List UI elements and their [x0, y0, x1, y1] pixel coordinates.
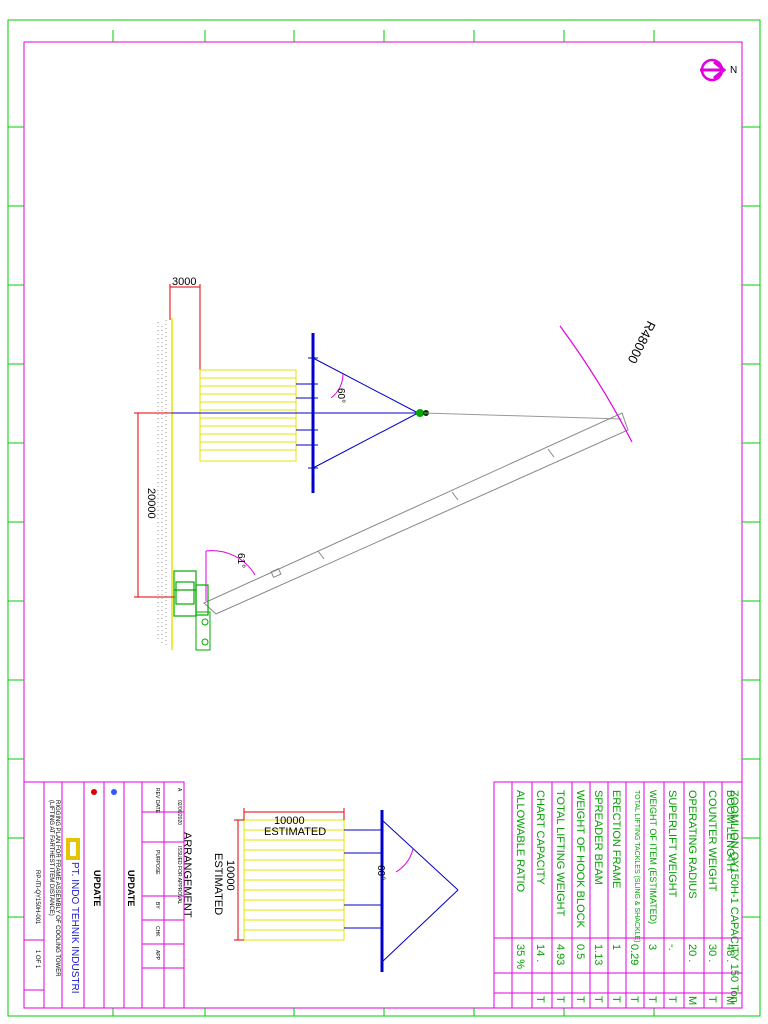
- update-label-1: UPDATE: [92, 870, 102, 907]
- crane-body-icon: [173, 570, 209, 617]
- company-name: PT. INDO TEHNIK INDUSTRI: [69, 862, 80, 994]
- sling-angle-arc: [330, 373, 344, 399]
- arrangement-angle-label: 60°: [375, 865, 386, 880]
- spec-unit: M: [686, 996, 698, 1006]
- revision-marker-icon: [91, 789, 97, 795]
- spreader-lugs: [308, 357, 318, 469]
- spec-label: BOOM LENGTH: [724, 790, 736, 872]
- north-arrow-icon: [700, 58, 727, 82]
- spec-value: -.: [666, 944, 678, 951]
- revision-row-rev: A: [176, 788, 182, 792]
- boom-angle-label: 61°: [235, 553, 246, 568]
- arrangement-height-value: 10000: [224, 860, 236, 891]
- dimension-3000: [169, 284, 201, 372]
- drawing-title-2: (LIFTING AT FARTHEST ITEM DISTANCE): [48, 800, 54, 916]
- spec-unit: T: [592, 996, 604, 1003]
- revision-col-app: APP: [154, 950, 160, 961]
- spec-label: COUNTER WEIGHT: [706, 790, 718, 892]
- grid-ticks-bottom: [112, 1008, 655, 1016]
- spec-value: 3: [646, 944, 658, 951]
- ground-hatch: [157, 320, 167, 646]
- sling-angle-label: 60°: [335, 388, 346, 403]
- spec-unit: T: [554, 996, 566, 1003]
- arrangement-frame: [243, 819, 345, 941]
- spec-unit: T: [666, 996, 678, 1003]
- drawing-number: RP-ITI-QY150H-001: [34, 870, 40, 925]
- dimension-20000-label: 20000: [145, 488, 157, 519]
- spec-label: SPREADER BEAM: [592, 790, 604, 885]
- spec-unit: T: [534, 996, 546, 1003]
- revision-col-by: BY: [154, 902, 160, 909]
- spec-label: OPERATING RADIUS: [686, 790, 698, 899]
- spec-value: 14 .: [534, 944, 546, 963]
- spec-label: ALLOWABLE RATIO: [514, 790, 526, 893]
- inner-border: [23, 41, 743, 1009]
- spec-unit: T: [574, 996, 586, 1003]
- spec-unit: T: [706, 996, 718, 1003]
- boom-angle-arc: [205, 550, 256, 576]
- revision-col-rev: REV: [154, 788, 160, 799]
- spec-unit: T: [646, 996, 658, 1003]
- spec-value: 1.13: [592, 944, 604, 966]
- spec-label: SUPERLIFT WEIGHT: [666, 790, 678, 898]
- spec-value: 0.5: [574, 944, 586, 960]
- dimension-20000: [134, 412, 300, 598]
- spec-unit: M: [724, 996, 736, 1006]
- grid-ticks-top: [112, 30, 655, 42]
- arrangement-dimensions: [234, 808, 345, 941]
- frame-item: [199, 369, 297, 462]
- spec-label: WEIGHT OF ITEM (ESTIMATED): [648, 790, 658, 925]
- update-label-2: UPDATE: [126, 870, 136, 907]
- grid-ticks-right: [742, 126, 760, 918]
- spec-value: 20 .: [686, 944, 698, 963]
- rigging-lines: [172, 357, 419, 469]
- spec-table-grid: [493, 781, 743, 1009]
- drawing-title-1: RIGGING PLAN FOR FRAME ASSEMBLY OF COOLI…: [54, 800, 60, 977]
- revision-marker-icon-2: [111, 789, 117, 795]
- company-logo-icon: [66, 838, 80, 860]
- spec-unit: T: [610, 996, 622, 1003]
- arrangement-angle-arc: [395, 848, 414, 873]
- title-block-grid: [23, 781, 185, 1009]
- radius-label: R48000: [625, 319, 659, 366]
- radius-arc: [559, 325, 633, 443]
- revision-row-date: 02/06/2020: [176, 800, 182, 826]
- revision-col-chk: CHK: [154, 926, 160, 937]
- arrangement-height-note: ESTIMATED: [212, 853, 224, 915]
- north-label: N: [730, 65, 737, 76]
- spec-value: 0.29: [628, 944, 640, 966]
- revision-col-purpose: PURPOSE: [154, 850, 160, 875]
- dimension-3000-label: 3000: [172, 276, 196, 288]
- arrangement-rigging: [344, 819, 459, 963]
- hoist-rope: [423, 412, 623, 420]
- spec-value: 35 %: [514, 944, 526, 970]
- spec-value: 30 .: [706, 944, 718, 963]
- crane-boom: [203, 412, 629, 615]
- spec-label: WEIGHT OF HOOK BLOCK: [574, 790, 586, 928]
- arrangement-width-value: 10000: [274, 815, 305, 827]
- revision-row-purpose: ISSUED FOR APPROVAL: [176, 846, 182, 905]
- crane-carrier: [195, 611, 211, 651]
- revision-col-date: DATE: [154, 800, 160, 813]
- arrangement-title: ARRANGEMENT: [181, 832, 193, 918]
- spec-value: 4.93: [554, 944, 566, 966]
- arrangement-width-note: ESTIMATED: [264, 826, 326, 838]
- grid-ticks-left: [8, 126, 24, 918]
- spec-value: 1: [610, 944, 622, 951]
- spec-unit: T: [628, 996, 640, 1003]
- spec-label: ERECTION FRAME: [610, 790, 622, 889]
- spec-value: 48 .: [724, 944, 736, 963]
- sheet-number: 1 OF 1: [34, 950, 40, 969]
- spec-label: CHART CAPACITY: [534, 790, 546, 885]
- spec-label: TOTAL LIFTING WEIGHT: [554, 790, 566, 917]
- spec-label: TOTAL LIFTING TACKLES (SLING & SHACKLE): [633, 790, 640, 943]
